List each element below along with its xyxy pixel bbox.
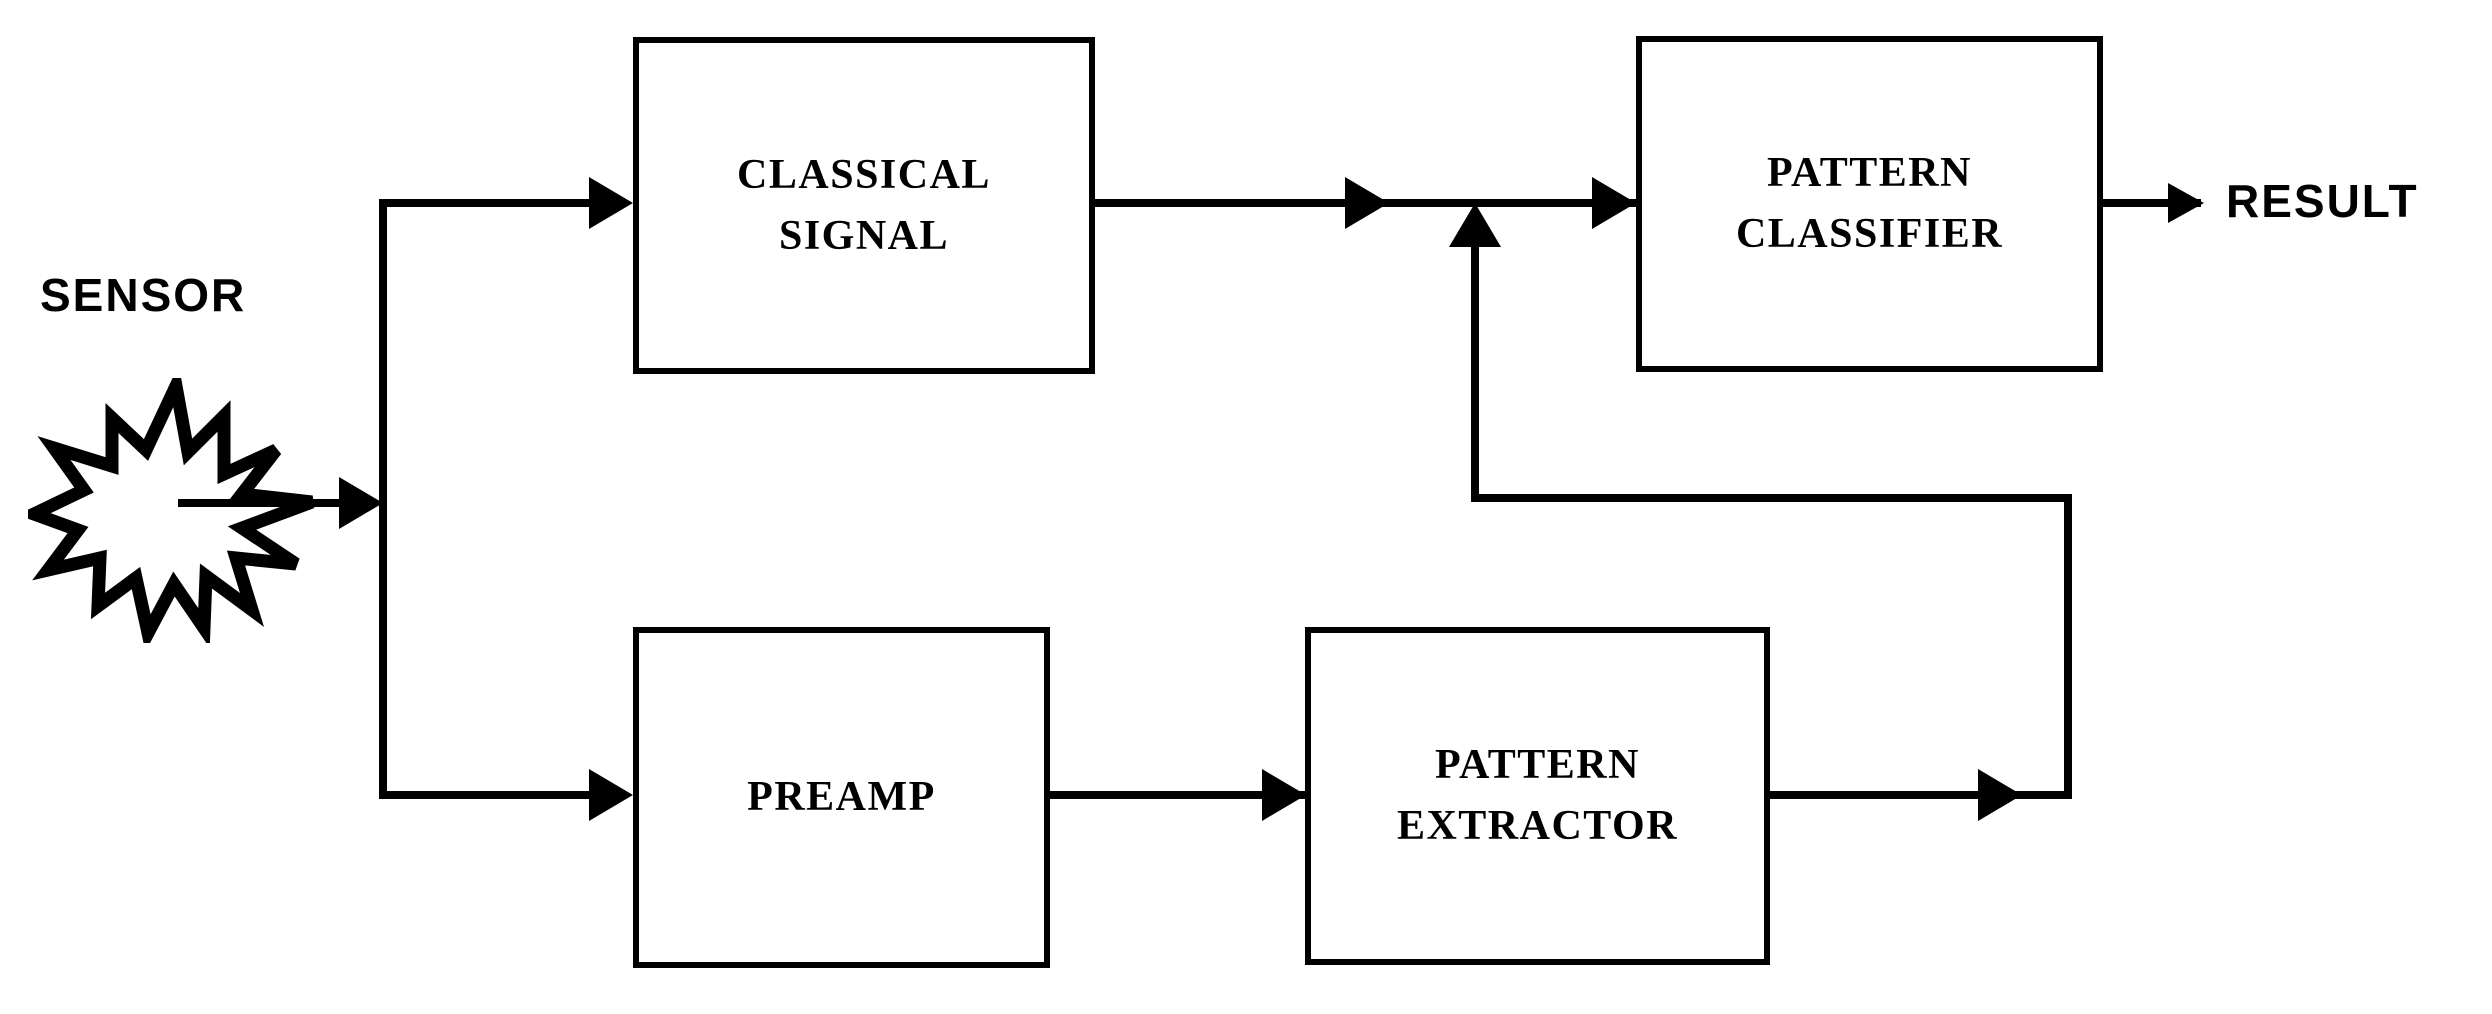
arrowhead-feedback-into-merge	[1449, 203, 1501, 247]
starburst-icon	[28, 378, 315, 643]
wire-extractor-to-feedback-corner	[1770, 791, 2072, 799]
wire-split-to-classical-signal	[379, 199, 591, 207]
arrowhead-into-pattern-extractor	[1262, 769, 1306, 821]
wire-feedback-vertical-merge	[1471, 247, 1479, 497]
arrowhead-sensor-to-split	[339, 477, 383, 529]
arrowhead-into-classical-signal	[589, 177, 633, 229]
block-pattern-classifier-line-1: PATTERN	[1767, 150, 1972, 197]
result-label: RESULT	[2226, 175, 2419, 227]
wire-feedback-vertical-right	[2064, 494, 2072, 795]
block-pattern-extractor[interactable]: PATTERN EXTRACTOR	[1305, 627, 1770, 965]
arrowhead-into-pattern-classifier	[1592, 177, 1636, 229]
wire-merge-to-pattern-classifier	[1385, 199, 1640, 207]
arrowhead-result	[2168, 183, 2204, 223]
wire-classical-signal-to-merge	[1095, 199, 1385, 207]
block-preamp[interactable]: PREAMP	[633, 627, 1050, 968]
arrowhead-classical-signal-output	[1345, 177, 1389, 229]
wire-classifier-to-result	[2103, 199, 2201, 207]
wire-feedback-horizontal	[1471, 494, 2072, 502]
block-preamp-line-1: PREAMP	[747, 774, 936, 821]
block-pattern-classifier-line-2: CLASSIFIER	[1735, 211, 2004, 257]
block-pattern-extractor-line-2: EXTRACTOR	[1396, 803, 1679, 849]
block-classical-signal-line-2: SIGNAL	[778, 212, 950, 259]
wire-split-to-preamp	[379, 791, 591, 799]
sensor-label: SENSOR	[40, 269, 247, 321]
arrowhead-into-preamp	[589, 769, 633, 821]
arrowhead-extractor-output	[1978, 769, 2022, 821]
block-pattern-extractor-line-1: PATTERN	[1435, 742, 1640, 789]
wire-sensor-to-split	[178, 499, 343, 507]
block-classical-signal-line-1: CLASSICAL	[737, 151, 991, 198]
block-classical-signal[interactable]: CLASSICAL SIGNAL	[633, 37, 1095, 374]
block-pattern-classifier[interactable]: PATTERN CLASSIFIER	[1636, 36, 2103, 372]
wire-split-bus	[379, 199, 387, 799]
wire-preamp-to-extractor	[1050, 791, 1308, 799]
